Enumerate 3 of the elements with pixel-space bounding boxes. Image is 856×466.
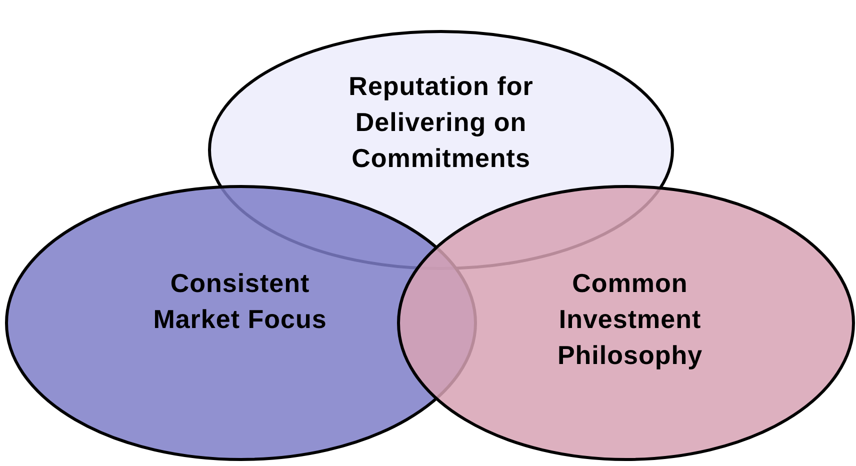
ellipse-label: Common Investment Philosophy [556, 267, 704, 372]
ellipse-label: Reputation for Delivering on Commitments [348, 70, 534, 175]
ellipse-label: Consistent Market Focus [152, 267, 328, 336]
